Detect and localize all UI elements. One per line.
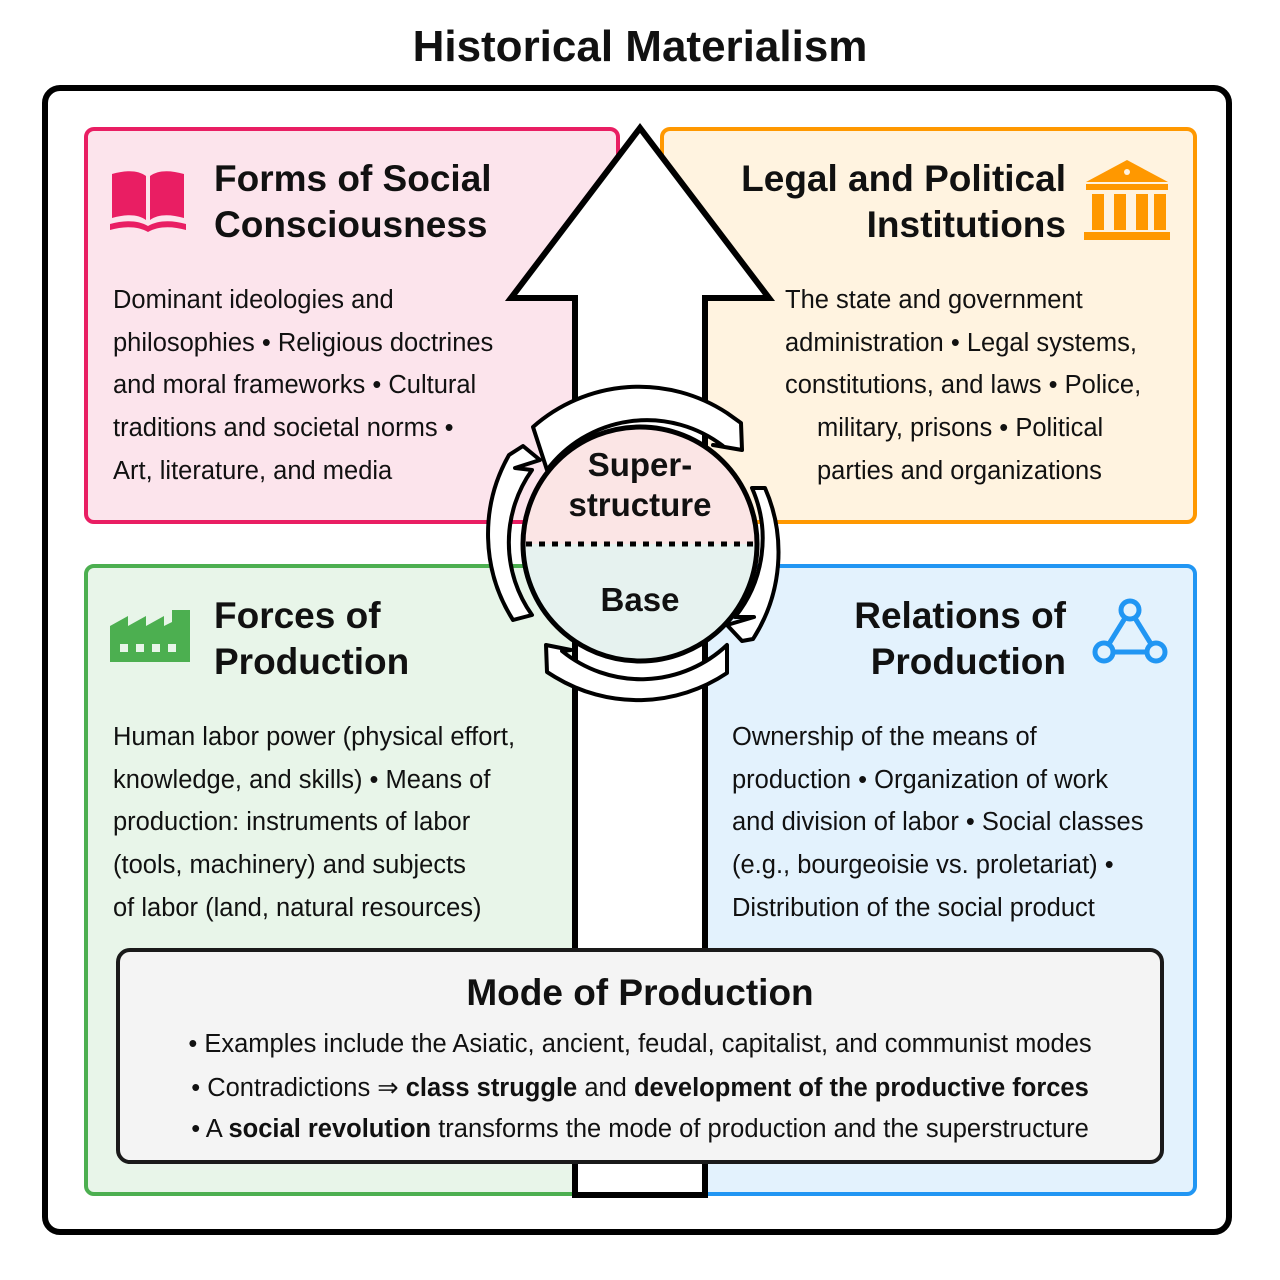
government-building-icon: [1084, 160, 1170, 240]
mode-line-text: • Contradictions ⇒: [191, 1074, 406, 1102]
body-line: production • Organization of work: [732, 765, 1109, 794]
base-label: Base: [600, 581, 680, 618]
mode-line-text: and: [577, 1074, 634, 1102]
body-line: The state and government: [785, 286, 1083, 314]
title-line: Production: [214, 641, 410, 682]
social-consciousness-title: Forms of Social Consciousness: [214, 156, 492, 248]
body-line: traditions and societal norms •: [113, 414, 454, 443]
body-line: parties and organizations: [817, 456, 1102, 485]
body-line: Art, literature, and media: [113, 456, 393, 485]
open-book-icon: [110, 171, 186, 232]
legal-political-institutions-title: Legal and Political Institutions: [700, 156, 1066, 248]
mode-line-text: • A: [191, 1115, 229, 1143]
social-consciousness-body: Dominant ideologies and philosophies • R…: [113, 279, 493, 493]
mode-line-examples: • Examples include the Asiatic, ancient,…: [120, 1030, 1160, 1059]
body-line: Distribution of the social product: [732, 893, 1095, 922]
class-struggle-emphasis: class struggle: [405, 1074, 578, 1102]
body-line: Ownership of the means of: [732, 723, 1037, 751]
superstructure-label-line2: structure: [568, 486, 712, 523]
body-line: constitutions, and laws • Police,: [785, 371, 1142, 400]
superstructure-label: Super- structure: [540, 445, 740, 525]
body-line: of labor (land, natural resources): [113, 893, 482, 922]
mode-of-production-box: Mode of Production • Examples include th…: [116, 948, 1164, 1164]
factory-icon: [110, 610, 190, 662]
superstructure-label-line1: Super-: [587, 446, 693, 483]
mode-line-contradictions: • Contradictions ⇒ class struggle and de…: [120, 1073, 1160, 1103]
outer-frame: [42, 85, 1232, 1235]
legal-political-institutions-body: The state and government administration …: [785, 279, 1141, 493]
body-line: (tools, machinery) and subjects: [113, 851, 466, 880]
productive-forces-emphasis: development of the productive forces: [633, 1074, 1089, 1102]
inner-circle-outline: [520, 424, 760, 664]
mode-line-text: transforms the mode of production and th…: [431, 1115, 1089, 1143]
relations-of-production-title: Relations of Production: [700, 593, 1066, 685]
body-line: and moral frameworks • Cultural: [113, 371, 477, 400]
body-line: knowledge, and skills) • Means of: [113, 765, 491, 794]
base-half: [523, 544, 757, 661]
title-line: Institutions: [866, 204, 1066, 245]
quadrant-legal-political-institutions: [660, 127, 1197, 524]
body-line: philosophies • Religious doctrines: [113, 328, 494, 357]
title-line: Production: [870, 641, 1066, 682]
cycle-arrows-icon: [486, 384, 781, 703]
mode-of-production-title: Mode of Production: [466, 972, 814, 1013]
title-line: Consciousness: [214, 204, 488, 245]
body-line: production: instruments of labor: [113, 808, 471, 837]
body-line: Dominant ideologies and: [113, 286, 394, 314]
diagram-title: Historical Materialism: [412, 22, 868, 71]
forces-of-production-body: Human labor power (physical effort, know…: [113, 716, 515, 930]
title-line: Legal and Political: [741, 158, 1066, 199]
body-line: administration • Legal systems,: [785, 328, 1137, 357]
mode-line-revolution: • A social revolution transforms the mod…: [120, 1115, 1160, 1144]
title-line: Forms of Social: [214, 158, 492, 199]
body-line: (e.g., bourgeoisie vs. proletariat) •: [732, 851, 1114, 880]
relations-of-production-body: Ownership of the means of production • O…: [732, 716, 1143, 930]
mode-line-text: • Examples include the Asiatic, ancient,…: [188, 1030, 1092, 1058]
superstructure-half: [523, 427, 757, 544]
network-triangle-icon: [1092, 598, 1168, 664]
social-revolution-emphasis: social revolution: [228, 1115, 432, 1143]
body-line: and division of labor • Social classes: [732, 808, 1144, 837]
title-line: Relations of: [854, 595, 1066, 636]
title-line: Forces of: [214, 595, 381, 636]
body-line: Human labor power (physical effort,: [113, 723, 516, 751]
body-line: military, prisons • Political: [817, 414, 1104, 443]
forces-of-production-title: Forces of Production: [214, 593, 409, 685]
